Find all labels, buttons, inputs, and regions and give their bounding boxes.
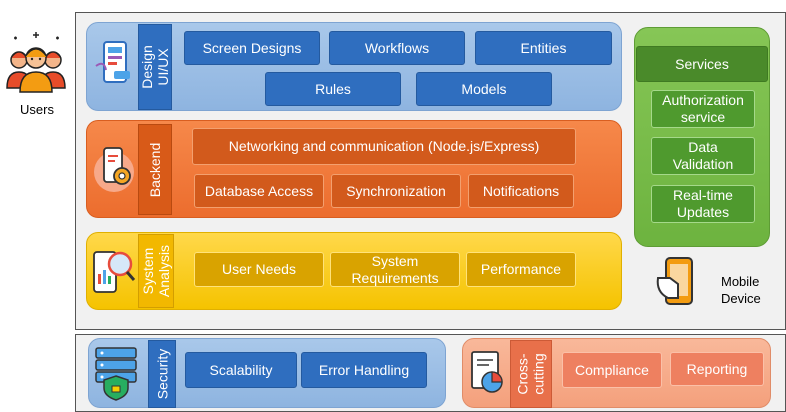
screen-designs-box[interactable]: Screen Designs	[184, 31, 320, 65]
models-box[interactable]: Models	[416, 72, 552, 106]
services-header: Services	[636, 46, 768, 82]
mobile-device-line2: Device	[721, 291, 761, 306]
analysis-label-line2: Analysis	[156, 244, 173, 298]
reporting-box[interactable]: Reporting	[670, 352, 764, 386]
cross-label-line2: cutting	[531, 353, 547, 395]
mobile-device-label: Mobile Device	[721, 273, 781, 307]
rules-box[interactable]: Rules	[265, 72, 401, 106]
entities-box[interactable]: Entities	[475, 31, 612, 65]
server-shield-icon	[92, 344, 144, 402]
security-label-text: Security	[154, 348, 171, 400]
analysis-magnifier-icon	[90, 246, 136, 298]
error-handling-box[interactable]: Error Handling	[301, 352, 427, 388]
workflows-box[interactable]: Workflows	[329, 31, 465, 65]
networking-communication-box[interactable]: Networking and communication (Node.js/Ex…	[192, 128, 576, 165]
mobile-design-icon	[94, 38, 134, 94]
user-needs-box[interactable]: User Needs	[194, 252, 324, 287]
notifications-box[interactable]: Notifications	[468, 174, 574, 208]
system-requirements-box[interactable]: System Requirements	[330, 252, 460, 287]
analysis-label-line1: System	[140, 247, 157, 295]
cross-label-line1: Cross-	[515, 353, 531, 395]
synchronization-box[interactable]: Synchronization	[331, 174, 461, 208]
performance-box[interactable]: Performance	[466, 252, 576, 287]
mobile-device-icon	[652, 256, 712, 308]
users-icon	[6, 30, 66, 94]
database-access-box[interactable]: Database Access	[194, 174, 324, 208]
mobile-device-line1: Mobile	[721, 274, 760, 289]
mobile-gear-icon	[92, 142, 136, 196]
data-validation-box[interactable]: Data Validation	[651, 137, 755, 175]
users-label: Users	[20, 102, 54, 117]
security-label: Security	[148, 340, 176, 408]
authorization-service-box[interactable]: Authorization service	[651, 90, 755, 128]
report-chart-icon	[468, 348, 508, 398]
cross-cutting-label: Cross-cutting	[510, 340, 552, 408]
backend-label: Backend	[138, 124, 172, 215]
scalability-box[interactable]: Scalability	[185, 352, 297, 388]
design-label-line1: Design	[139, 45, 155, 89]
backend-label-text: Backend	[147, 142, 164, 197]
design-label-line2: UI/UX	[155, 48, 171, 86]
compliance-box[interactable]: Compliance	[562, 352, 662, 388]
real-time-updates-box[interactable]: Real-time Updates	[651, 185, 755, 223]
